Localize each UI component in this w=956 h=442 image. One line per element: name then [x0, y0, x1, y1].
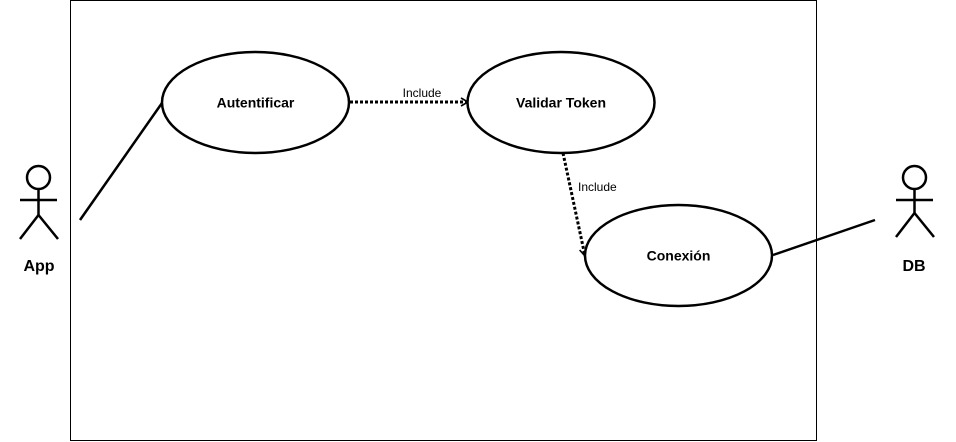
use-case-conexion-label: Conexión [647, 248, 711, 264]
use-case-validar-token[interactable]: Validar Token [466, 50, 656, 155]
actor-db[interactable]: DB [895, 164, 935, 275]
actor-db-icon [895, 164, 935, 238]
association-app-autentificar [78, 102, 164, 221]
association-conexion-db [772, 218, 876, 257]
include-arrow-validar-conexion [561, 152, 589, 258]
use-case-autentificar-label: Autentificar [217, 95, 295, 111]
use-case-autentificar[interactable]: Autentificar [160, 50, 351, 155]
actor-app[interactable]: App [19, 164, 59, 275]
use-case-conexion[interactable]: Conexión [583, 203, 774, 308]
include-label-1: Include [403, 86, 442, 100]
actor-app-label: App [23, 258, 54, 275]
include-label-2: Include [578, 180, 617, 194]
actor-app-icon [19, 164, 59, 240]
actor-db-label: DB [902, 258, 925, 275]
use-case-validar-token-label: Validar Token [516, 95, 606, 111]
